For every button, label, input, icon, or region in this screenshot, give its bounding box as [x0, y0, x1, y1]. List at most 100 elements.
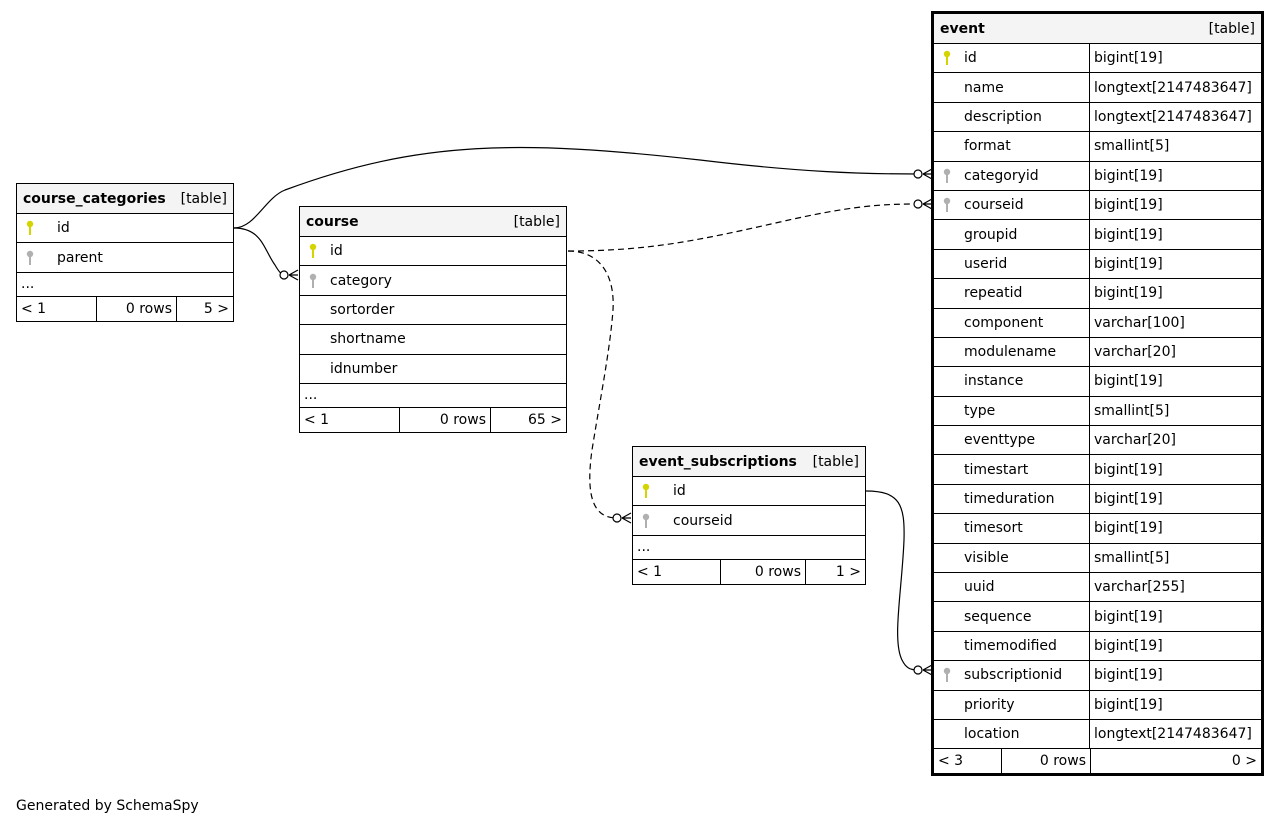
- column-name: idnumber: [330, 360, 398, 377]
- foreign-key-icon: [633, 513, 659, 529]
- row-count: 0 rows: [97, 296, 177, 321]
- column-row-shortname[interactable]: shortname: [300, 325, 566, 355]
- column-row-sortorder[interactable]: sortorder: [300, 296, 566, 326]
- column-name: name: [964, 79, 1004, 96]
- column-name: description: [964, 108, 1042, 125]
- column-row-id[interactable]: id: [17, 214, 233, 244]
- column-row-idnumber[interactable]: idnumber: [300, 355, 566, 384]
- column-type: bigint[19]: [1089, 367, 1261, 396]
- column-name: id: [673, 483, 686, 500]
- prev-link[interactable]: < 1: [633, 559, 721, 584]
- more-columns-ellipsis: ...: [17, 273, 233, 297]
- column-type: varchar[100]: [1089, 308, 1261, 337]
- column-name: type: [964, 402, 996, 419]
- column-type: bigint[19]: [1089, 161, 1261, 190]
- prev-link[interactable]: < 3: [934, 749, 1002, 774]
- column-name: sequence: [964, 608, 1032, 625]
- relationship-edge-0: [233, 146, 919, 229]
- row-count: 0 rows: [721, 559, 806, 584]
- next-link[interactable]: 65 >: [528, 411, 562, 428]
- column-row-name[interactable]: name longtext[2147483647]: [934, 73, 1261, 103]
- prev-link[interactable]: < 1: [300, 407, 400, 432]
- column-name: location: [964, 726, 1020, 743]
- column-type: bigint[19]: [1089, 279, 1261, 308]
- primary-key-icon: [17, 220, 43, 236]
- column-name: id: [964, 50, 977, 67]
- column-row-courseid[interactable]: courseid: [633, 506, 865, 536]
- crows-foot-many-marker: [922, 168, 933, 180]
- foreign-key-icon: [17, 250, 43, 266]
- more-columns-ellipsis: ...: [300, 384, 566, 408]
- foreign-key-icon: [934, 197, 960, 213]
- table-name: course: [306, 213, 359, 230]
- column-type: bigint[19]: [1089, 190, 1261, 220]
- column-name: category: [330, 272, 392, 289]
- column-row-categoryid[interactable]: categoryid bigint[19]: [934, 161, 1261, 191]
- row-count: 0 rows: [1002, 749, 1091, 774]
- column-name: userid: [964, 255, 1008, 272]
- column-type: bigint[19]: [1089, 661, 1261, 690]
- crows-foot-many-marker: [288, 269, 299, 281]
- column-type: longtext[2147483647]: [1089, 73, 1261, 102]
- column-type: bigint[19]: [1089, 690, 1261, 719]
- next-link[interactable]: 1 >: [835, 563, 861, 580]
- primary-key-icon: [300, 243, 326, 259]
- primary-key-icon: [633, 483, 659, 499]
- prev-link[interactable]: < 1: [17, 296, 97, 321]
- column-row-id[interactable]: id: [300, 237, 566, 267]
- table-event-subscriptions[interactable]: event_subscriptions [table] id courseid .…: [632, 446, 866, 585]
- crows-foot-many-marker: [922, 198, 933, 210]
- column-type: varchar[20]: [1089, 426, 1261, 455]
- more-columns-ellipsis: ...: [633, 536, 865, 560]
- relationship-edge-3: [567, 250, 618, 519]
- zero-optional-marker: [612, 513, 622, 523]
- column-type: smallint[5]: [1089, 132, 1261, 161]
- next-link[interactable]: 0 >: [1231, 753, 1257, 770]
- relationship-edge-2: [567, 203, 919, 252]
- zero-optional-marker: [279, 270, 289, 280]
- table-footer: < 1 0 rows 65 >: [300, 407, 566, 432]
- next-link[interactable]: 5 >: [203, 300, 229, 317]
- column-row-category[interactable]: category: [300, 266, 566, 296]
- foreign-key-icon: [300, 273, 326, 289]
- column-row-parent[interactable]: parent: [17, 243, 233, 273]
- column-name: visible: [964, 549, 1009, 566]
- primary-key-icon: [934, 50, 960, 66]
- table-header: event_subscriptions [table]: [633, 447, 865, 477]
- column-row-id[interactable]: id: [633, 477, 865, 507]
- column-name: categoryid: [964, 167, 1039, 184]
- table-footer: < 1 0 rows 5 >: [17, 296, 233, 321]
- table-kind: [table]: [1208, 20, 1255, 37]
- zero-optional-marker: [913, 199, 923, 209]
- relationship-edge-1: [233, 227, 285, 276]
- crows-foot-many-marker: [621, 512, 632, 524]
- column-name: sortorder: [330, 301, 395, 318]
- zero-optional-marker: [913, 169, 923, 179]
- generated-by-note: Generated by SchemaSpy: [16, 798, 199, 814]
